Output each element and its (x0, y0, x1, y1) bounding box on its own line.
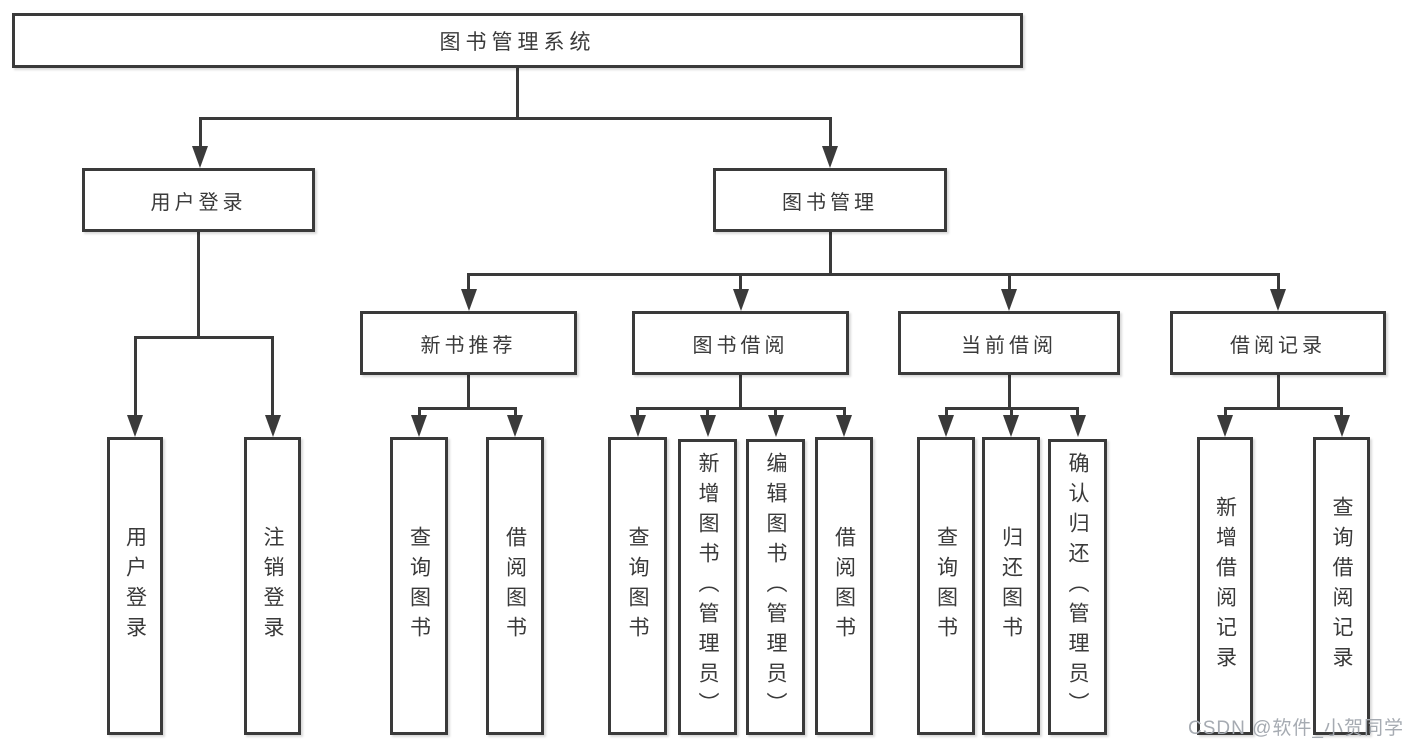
node-label-current-query: 查询图书 (934, 526, 958, 646)
arrowhead-down-icon (1003, 415, 1019, 437)
node-borrow-query: 查询图书 (608, 437, 667, 735)
node-login-logout: 注销登录 (244, 437, 301, 735)
node-mgmt: 图书管理 (713, 168, 947, 232)
connector-line (739, 273, 742, 293)
connector-line (636, 407, 846, 410)
connector-line (198, 117, 832, 120)
node-current-query: 查询图书 (917, 437, 975, 735)
watermark: CSDN @软件_小贺同学 (1188, 718, 1404, 739)
connector-line (739, 375, 742, 410)
node-record-add: 新增借阅记录 (1197, 437, 1253, 735)
node-label-rec-query: 查询图书 (407, 526, 431, 646)
node-login: 用户登录 (82, 168, 315, 232)
connector-line (1340, 407, 1343, 419)
arrowhead-down-icon (836, 415, 852, 437)
arrowhead-down-icon (1333, 415, 1350, 437)
node-borrow-add: 新增图书（管理员） (678, 439, 737, 735)
connector-line (271, 336, 274, 419)
connector-line (1223, 407, 1343, 410)
connector-line (197, 232, 200, 339)
node-borrow: 图书借阅 (632, 311, 849, 375)
arrowhead-down-icon (822, 146, 838, 168)
node-label-rec-borrow: 借阅图书 (503, 526, 527, 646)
connector-line (1076, 407, 1079, 419)
connector-line (774, 407, 777, 419)
connector-line (467, 375, 470, 410)
node-label-current: 当前借阅 (961, 334, 1057, 357)
connector-line (828, 117, 832, 150)
node-login-user: 用户登录 (107, 437, 163, 735)
node-label-current-return: 归还图书 (999, 526, 1023, 646)
node-current: 当前借阅 (898, 311, 1120, 375)
connector-line (198, 117, 202, 150)
connector-line (417, 407, 517, 410)
node-label-rec: 新书推荐 (420, 334, 517, 357)
node-rec-borrow: 借阅图书 (486, 437, 544, 735)
node-label-borrow-borrow: 借阅图书 (832, 526, 856, 646)
node-borrow-borrow: 借阅图书 (815, 437, 873, 735)
node-label-root: 图书管理系统 (439, 30, 596, 54)
connector-line (706, 407, 709, 419)
arrowhead-down-icon (1069, 415, 1086, 437)
connector-line (636, 407, 639, 419)
arrowhead-down-icon (629, 415, 646, 437)
node-label-login-user: 用户登录 (123, 526, 147, 646)
connector-line (133, 336, 137, 419)
node-current-return: 归还图书 (982, 437, 1040, 735)
node-current-confirm: 确认归还（管理员） (1048, 439, 1107, 735)
connector-line (1007, 375, 1011, 410)
node-root: 图书管理系统 (12, 13, 1023, 68)
arrowhead-down-icon (264, 415, 281, 437)
arrowhead-down-icon (1270, 289, 1286, 311)
connector-line (828, 232, 832, 276)
connector-line (1009, 407, 1013, 419)
connector-line (133, 336, 274, 339)
node-rec-query: 查询图书 (390, 437, 448, 735)
arrowhead-down-icon (127, 415, 143, 437)
connector-line (467, 273, 470, 293)
node-rec: 新书推荐 (360, 311, 577, 375)
connector-line (1276, 375, 1280, 410)
node-label-borrow-edit: 编辑图书（管理员） (764, 452, 787, 722)
connector-line (417, 407, 421, 419)
connector-line (944, 407, 948, 419)
arrowhead-down-icon (767, 415, 784, 437)
connector-line (1223, 407, 1227, 419)
arrowhead-down-icon (411, 415, 427, 437)
arrowhead-down-icon (1217, 415, 1233, 437)
node-label-current-confirm: 确认归还（管理员） (1066, 452, 1089, 722)
arrowhead-down-icon (1001, 289, 1017, 311)
connector-line (1276, 273, 1280, 293)
node-label-borrow-query: 查询图书 (626, 526, 649, 646)
node-label-login: 用户登录 (150, 191, 247, 214)
connector-line (1007, 273, 1011, 293)
node-label-record: 借阅记录 (1230, 334, 1326, 357)
arrowhead-down-icon (938, 415, 954, 437)
node-label-borrow-add: 新增图书（管理员） (696, 452, 719, 722)
arrowhead-down-icon (507, 415, 523, 437)
arrowhead-down-icon (460, 289, 477, 311)
node-label-borrow: 图书借阅 (692, 334, 789, 357)
arrowhead-down-icon (699, 415, 716, 437)
connector-line (516, 68, 519, 120)
node-label-record-query: 查询借阅记录 (1330, 496, 1353, 676)
connector-line (842, 407, 846, 419)
node-label-mgmt: 图书管理 (782, 191, 878, 214)
node-record: 借阅记录 (1170, 311, 1386, 375)
arrowhead-down-icon (192, 146, 208, 168)
node-borrow-edit: 编辑图书（管理员） (746, 439, 805, 735)
node-label-record-add: 新增借阅记录 (1213, 496, 1237, 676)
connector-line (513, 407, 517, 419)
node-record-query: 查询借阅记录 (1313, 437, 1370, 735)
connector-line (467, 273, 1280, 276)
node-label-login-logout: 注销登录 (261, 526, 284, 646)
arrowhead-down-icon (732, 289, 749, 311)
